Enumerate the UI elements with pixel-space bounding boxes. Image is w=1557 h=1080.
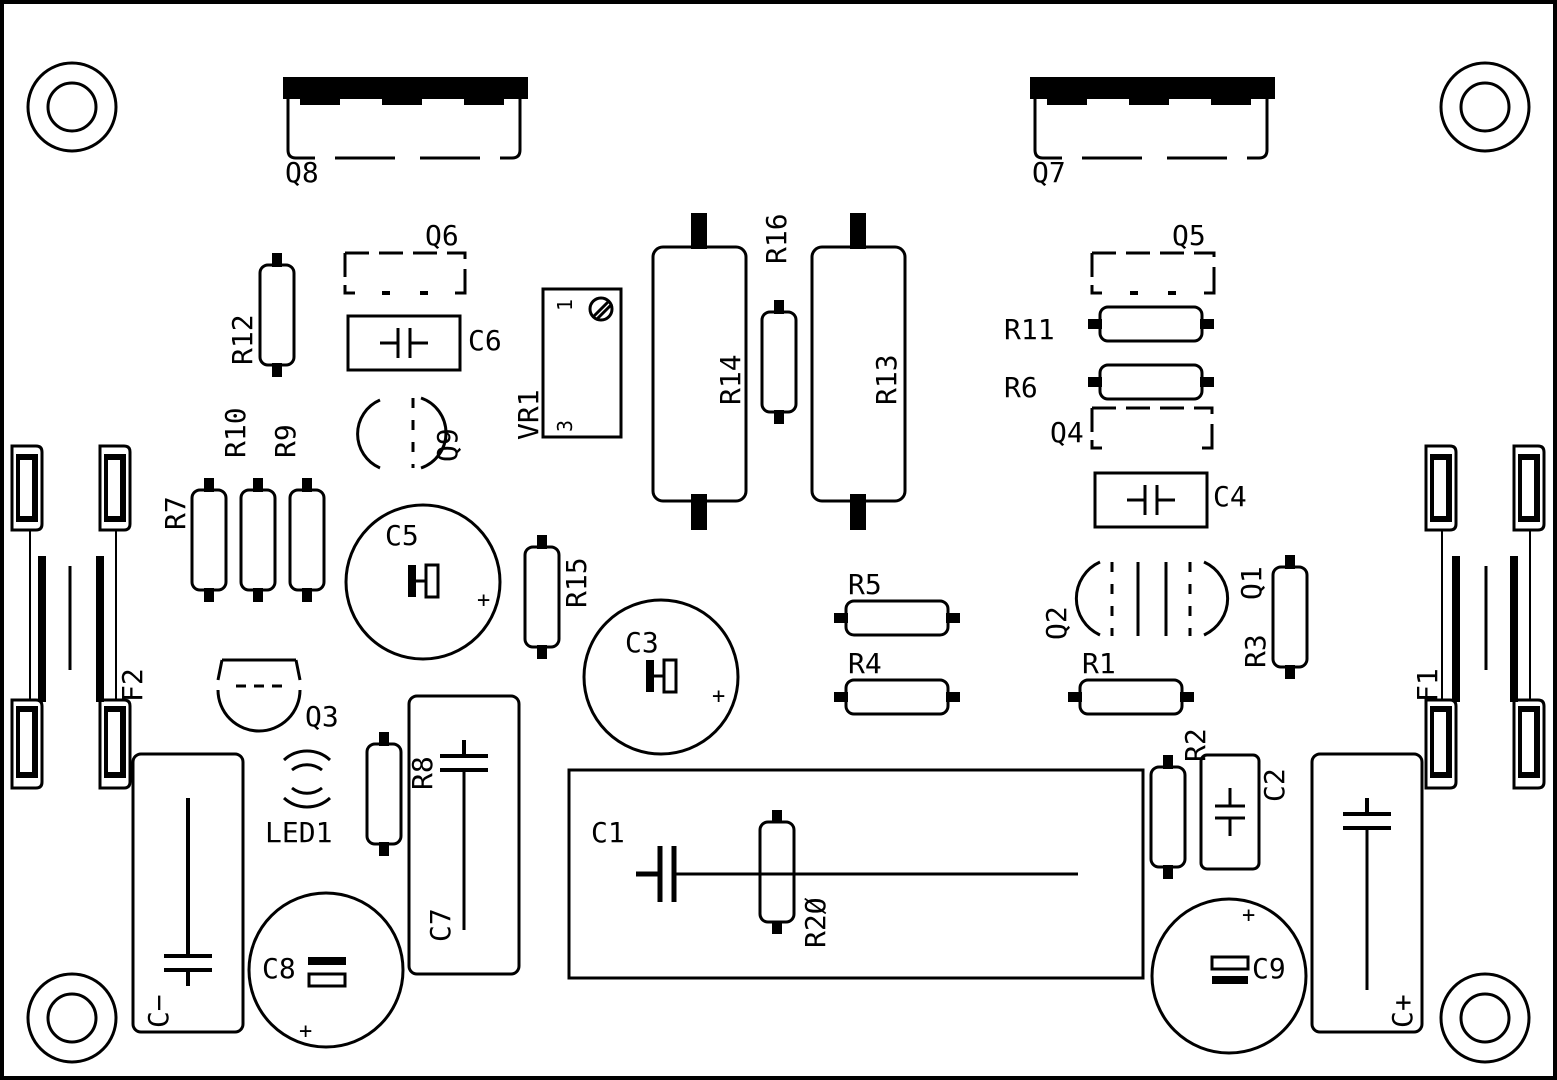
c3-footprint: C3 +: [582, 598, 740, 756]
led1-footprint: LED1: [265, 749, 332, 849]
r8-label: R8: [406, 756, 439, 790]
c9-label: C9: [1252, 952, 1286, 985]
q7-label: Q7: [1032, 156, 1066, 189]
c-minus-label: C−: [142, 994, 175, 1028]
led1-label: LED1: [265, 816, 332, 849]
r14-footprint: R14: [651, 213, 748, 530]
r10-footprint: R10: [219, 407, 277, 602]
c5-footprint: C5 +: [344, 503, 502, 661]
q8-label: Q8: [285, 156, 319, 189]
c6-footprint: C6: [346, 314, 502, 372]
q5-label: Q5: [1172, 219, 1206, 252]
c3-label: C3: [625, 626, 659, 659]
f2-label: F2: [116, 668, 149, 702]
r20-label: R2Ø: [799, 897, 832, 948]
r9-footprint: R9: [269, 424, 326, 602]
c3-plus-mark: +: [712, 684, 725, 709]
q3-label: Q3: [305, 700, 339, 733]
c2-label: C2: [1258, 768, 1291, 802]
vr1-pin3-label: 3: [553, 420, 577, 432]
vr1-footprint: 1 3 VR1: [512, 287, 623, 440]
q9-footprint: Q9: [356, 396, 464, 470]
f2-footprint: F2: [10, 444, 149, 790]
c-plus-label: C+: [1386, 994, 1419, 1028]
r14-label: R14: [714, 354, 747, 405]
r7-footprint: R7: [159, 478, 228, 602]
mounting-hole-top-right: [1439, 61, 1531, 153]
r13-label: R13: [870, 354, 903, 405]
q9-label: Q9: [431, 428, 464, 462]
c4-label: C4: [1213, 480, 1247, 513]
r20-footprint: R2Ø: [758, 810, 832, 948]
q6-footprint: Q6: [343, 219, 467, 295]
q4-label: Q4: [1050, 416, 1084, 449]
q8-footprint: Q8: [283, 77, 528, 189]
r13-footprint: R13: [810, 213, 907, 530]
c9-plus-mark: +: [1242, 903, 1255, 928]
r10-label: R10: [219, 407, 252, 458]
q2-footprint: Q2: [1040, 560, 1140, 640]
vr1-pin1-label: 1: [553, 299, 577, 311]
c-minus-footprint: C−: [131, 752, 245, 1034]
r15-label: R15: [560, 557, 593, 608]
r5-footprint: R5: [834, 568, 960, 637]
c6-label: C6: [468, 324, 502, 357]
q7-footprint: Q7: [1030, 77, 1275, 189]
f1-footprint: F1: [1411, 444, 1546, 790]
q4-footprint: Q4: [1050, 406, 1214, 450]
q6-label: Q6: [425, 219, 459, 252]
c2-footprint: C2: [1199, 753, 1291, 871]
c4-footprint: C4: [1093, 471, 1247, 529]
mounting-hole-top-left: [26, 61, 118, 153]
c-plus-footprint: C+: [1310, 752, 1424, 1034]
r7-label: R7: [159, 496, 192, 530]
r15-footprint: R15: [523, 535, 593, 659]
c9-footprint: C9 +: [1150, 897, 1308, 1055]
c5-plus-mark: +: [477, 588, 490, 613]
r6-label: R6: [1004, 371, 1038, 404]
r9-label: R9: [269, 424, 302, 458]
c1-label: C1: [591, 816, 625, 849]
r5-label: R5: [848, 568, 882, 601]
c8-label: C8: [262, 952, 296, 985]
mounting-hole-bottom-left: [26, 972, 118, 1064]
q1-label: Q1: [1235, 566, 1268, 600]
q2-label: Q2: [1040, 606, 1073, 640]
r11-label: R11: [1004, 313, 1055, 346]
f1-label: F1: [1411, 668, 1444, 702]
r4-footprint: R4: [834, 647, 960, 716]
c7-footprint: C7: [407, 694, 521, 976]
q1-footprint: Q1: [1164, 560, 1268, 637]
c7-label: C7: [424, 908, 457, 942]
c8-footprint: C8 +: [247, 891, 405, 1049]
q3-footprint: Q3: [216, 658, 339, 733]
c1-footprint: C1: [567, 768, 1145, 980]
r8-footprint: R8: [365, 732, 439, 856]
r2-footprint: R2: [1149, 728, 1212, 879]
q5-footprint: Q5: [1090, 219, 1216, 295]
r6-footprint: R6: [1004, 363, 1214, 404]
r3-footprint: R3: [1239, 555, 1309, 679]
r2-label: R2: [1179, 728, 1212, 762]
r12-footprint: R12: [226, 253, 296, 377]
c5-label: C5: [385, 519, 419, 552]
r16-footprint: R16: [760, 213, 798, 424]
r4-label: R4: [848, 647, 882, 680]
c8-plus-mark: +: [299, 1019, 312, 1044]
r1-footprint: R1: [1068, 647, 1194, 716]
mounting-hole-bottom-right: [1439, 972, 1531, 1064]
r12-label: R12: [226, 314, 259, 365]
vr1-label: VR1: [512, 389, 545, 440]
r3-label: R3: [1239, 634, 1272, 668]
r16-label: R16: [760, 213, 793, 264]
r11-footprint: R11: [1004, 305, 1214, 346]
r1-label: R1: [1082, 647, 1116, 680]
